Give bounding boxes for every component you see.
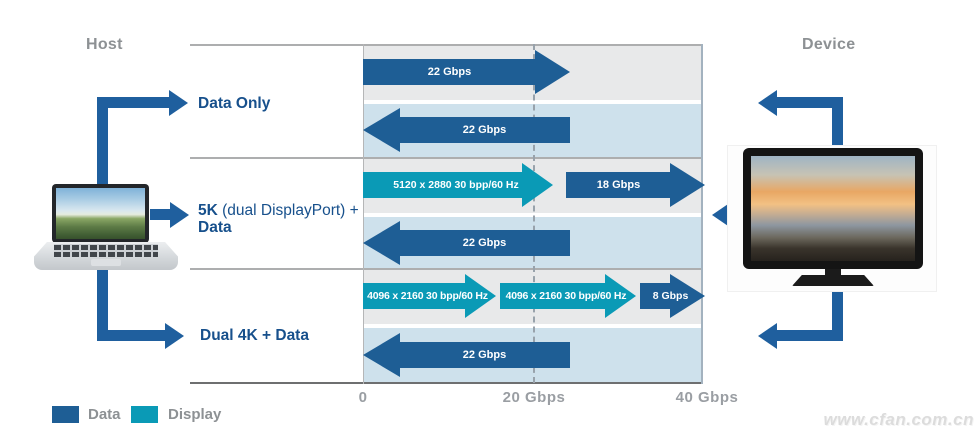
arrow-right-icon (522, 163, 553, 207)
arrow-label: 4096 x 2160 30 bpp/60 Hz (367, 290, 488, 302)
laptop-keyboard (54, 244, 158, 257)
host-connector-mid (150, 209, 170, 220)
threshold-line-20gbps (533, 44, 535, 383)
scenario-label-data-only: Data Only (198, 95, 271, 112)
arrow-body (640, 283, 671, 309)
arrow-row3-display1-up: 4096 x 2160 30 bpp/60 Hz (363, 274, 496, 318)
arrow-body (399, 230, 570, 256)
arrow-body (363, 283, 466, 309)
arrow-label: 22 Gbps (462, 237, 507, 249)
row-separator-2 (190, 268, 703, 270)
arrow-left-icon (363, 221, 400, 265)
laptop-touchpad (91, 259, 121, 266)
arrow-right-icon (670, 274, 705, 318)
host-label: Host (86, 36, 123, 53)
scenario-5k-bold: 5K (198, 202, 218, 219)
arrow-label: 22 Gbps (462, 349, 507, 361)
axis-tick-0: 0 (358, 389, 368, 406)
arrow-label: 8 Gbps (652, 290, 689, 302)
axis-tick-40: 40 Gbps (675, 389, 739, 406)
scenario-5k-line2: Data (198, 219, 232, 236)
arrow-right-icon (605, 274, 636, 318)
arrow-label: 4096 x 2160 30 bpp/60 Hz (505, 290, 627, 302)
arrow-label: 22 Gbps (462, 124, 507, 136)
legend-data-swatch (52, 406, 79, 423)
arrow-left-icon (363, 108, 400, 152)
arrow-label: 18 Gbps (596, 179, 641, 191)
scenario-5k-rest: (dual DisplayPort) + (217, 202, 359, 219)
monitor-bezel (743, 148, 923, 269)
legend-display-label: Display (168, 406, 222, 423)
row-separator-1 (190, 157, 703, 159)
monitor-wallpaper (751, 156, 915, 261)
arrow-row2-display-up: 5120 x 2880 30 bpp/60 Hz (363, 163, 553, 207)
monitor-stand-neck (825, 269, 841, 277)
arrow-label: 5120 x 2880 30 bpp/60 Hz (393, 179, 519, 191)
host-connector-top (97, 97, 169, 108)
arrow-row3-display2-up: 4096 x 2160 30 bpp/60 Hz (500, 274, 636, 318)
device-connector-top (777, 97, 843, 108)
arrow-left-icon (712, 202, 731, 228)
device-monitor-image (727, 145, 937, 292)
chart-left-edge (363, 44, 364, 384)
arrow-body (363, 59, 536, 85)
arrow-left-icon (758, 90, 777, 116)
axis-tick-20: 20 Gbps (502, 389, 566, 406)
arrow-body (500, 283, 606, 309)
laptop-screen (52, 184, 149, 243)
arrow-row3-data-up: 8 Gbps (640, 274, 705, 318)
arrow-right-icon (535, 50, 570, 94)
arrow-right-icon (670, 163, 705, 207)
arrow-right-icon (165, 323, 184, 349)
arrow-right-icon (170, 202, 189, 228)
arrow-row1-data-up: 22 Gbps (363, 50, 570, 94)
arrow-body (566, 172, 671, 198)
arrow-row2-data-up: 18 Gbps (566, 163, 705, 207)
arrow-body (399, 117, 570, 143)
legend-data-label: Data (88, 406, 121, 423)
scenario-label-5k: 5K (dual DisplayPort) + Data (198, 202, 359, 236)
arrow-label: 22 Gbps (427, 66, 472, 78)
arrow-right-icon (169, 90, 188, 116)
arrow-row2-data-down: 22 Gbps (363, 221, 570, 265)
row-separator-top (190, 44, 703, 46)
scenario-label-dual-4k: Dual 4K + Data (200, 327, 309, 344)
arrow-right-icon (465, 274, 496, 318)
device-label: Device (802, 36, 856, 53)
monitor-stand-base (792, 275, 874, 286)
arrow-left-icon (363, 333, 400, 377)
arrow-row1-data-down: 22 Gbps (363, 108, 570, 152)
arrow-body (363, 172, 523, 198)
host-laptop-image (34, 180, 178, 272)
axis-baseline (190, 382, 703, 384)
host-connector-bottom (97, 330, 165, 341)
arrow-left-icon (758, 323, 777, 349)
arrow-body (399, 342, 570, 368)
legend-display-swatch (131, 406, 158, 423)
device-connector-bottom (777, 330, 843, 341)
laptop-wallpaper (56, 188, 145, 239)
chart-right-edge (701, 44, 703, 384)
watermark: www.cfan.com.cn (823, 410, 974, 429)
arrow-row3-data-down: 22 Gbps (363, 333, 570, 377)
